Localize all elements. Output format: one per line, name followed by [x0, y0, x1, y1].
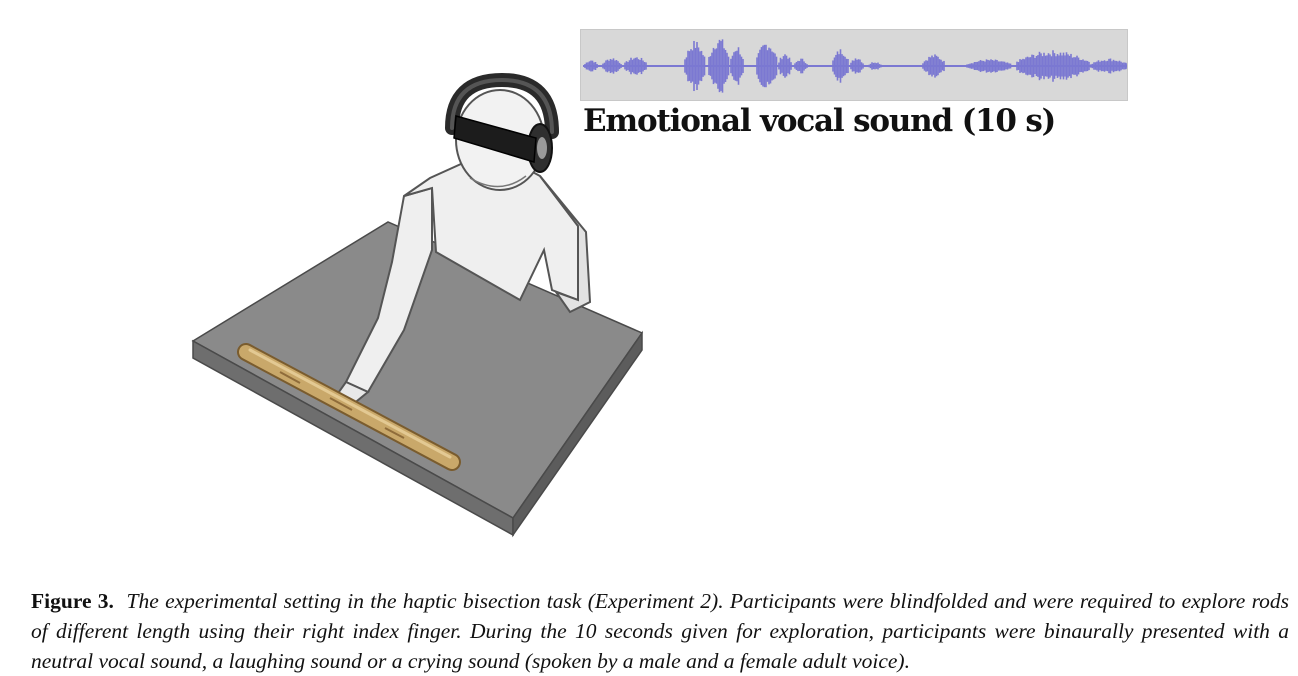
wooden-rod	[237, 343, 461, 471]
blindfold	[453, 115, 537, 163]
caption-label: Figure 3.	[31, 588, 114, 613]
table	[191, 221, 644, 538]
audio-waveform	[580, 29, 1128, 101]
caption-text: The experimental setting in the haptic b…	[31, 588, 1290, 673]
sound-label: Emotional vocal sound (10 s)	[583, 103, 1056, 139]
participant	[334, 89, 592, 407]
figure-caption: Figure 3. The experimental setting in th…	[31, 586, 1289, 676]
waveform-graphic	[583, 39, 1127, 93]
experimental-scene	[191, 72, 644, 538]
figure-illustration: Emotional vocal sound (10 s)	[191, 29, 1128, 538]
